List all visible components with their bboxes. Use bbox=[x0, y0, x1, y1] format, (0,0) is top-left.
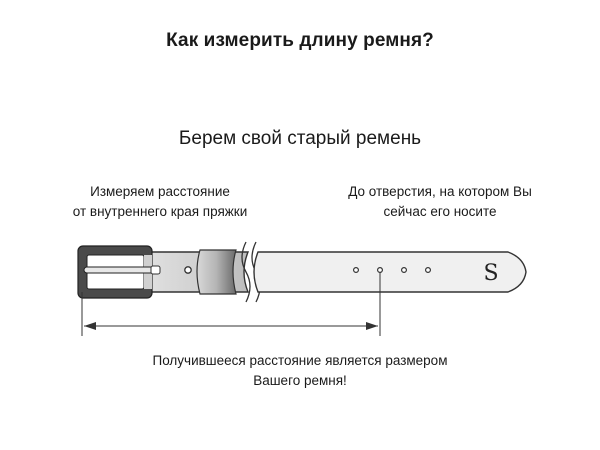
belt-hole bbox=[401, 267, 408, 274]
belt-hole-current bbox=[377, 267, 384, 274]
right-instruction: До отверстия, на котором Вы сейчас его н… bbox=[330, 182, 550, 222]
page-title: Как измерить длину ремня? bbox=[166, 30, 434, 51]
belt-strap-right bbox=[253, 251, 527, 293]
result-note: Получившееся расстояние является размеро… bbox=[100, 351, 500, 391]
prong-slot bbox=[150, 265, 161, 275]
buckle-prong bbox=[83, 266, 157, 274]
right-instruction-line-1: До отверстия, на котором Вы bbox=[348, 184, 532, 199]
arrow-head-right bbox=[366, 322, 378, 330]
result-note-line-1: Получившееся расстояние является размеро… bbox=[152, 353, 448, 368]
right-instruction-line-2: сейчас его носите bbox=[383, 204, 497, 219]
belt-hole bbox=[353, 267, 360, 274]
left-instruction-line-1: Измеряем расстояние bbox=[90, 184, 230, 199]
left-instruction: Измеряем расстояние от внутреннего края … bbox=[55, 182, 265, 222]
arrow-head-left bbox=[84, 322, 96, 330]
belt-hole bbox=[425, 267, 432, 274]
result-note-line-2: Вашего ремня! bbox=[253, 373, 347, 388]
strap-rivet bbox=[184, 266, 192, 274]
brand-mark: S bbox=[483, 261, 498, 286]
left-instruction-line-2: от внутреннего края пряжки bbox=[72, 204, 248, 219]
subtitle: Берем свой старый ремень bbox=[178, 128, 422, 149]
belt-break-mark bbox=[241, 241, 251, 303]
belt-keeper bbox=[196, 249, 237, 295]
